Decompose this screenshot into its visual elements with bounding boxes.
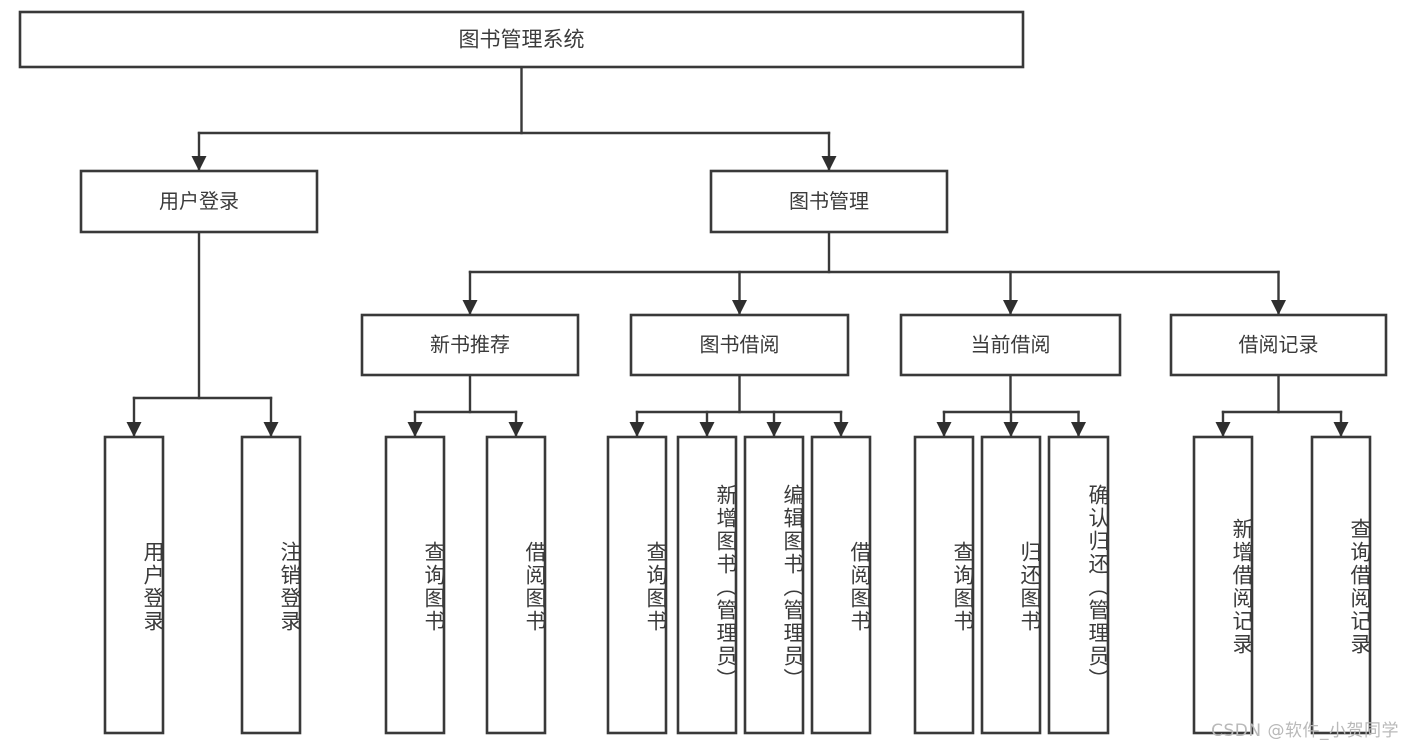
arrow-head-icon	[766, 422, 782, 437]
node-box-borrow-record[interactable]	[1169, 313, 1388, 377]
arrow-head-icon	[191, 156, 207, 171]
arrow-head-icon	[462, 300, 478, 315]
arrow-head-icon	[126, 422, 142, 437]
node-label-book-manage: 图书管理	[789, 189, 869, 213]
arrow-head-icon	[699, 422, 715, 437]
arrow-head-icon	[1003, 300, 1018, 315]
node-box-book-borrow[interactable]	[629, 313, 850, 377]
arrow-head-icon	[732, 300, 747, 315]
node-box-leaf-add-record[interactable]	[1192, 435, 1254, 735]
arrow-head-icon	[1071, 422, 1086, 437]
node-box-root[interactable]	[18, 10, 1025, 69]
arrow-head-icon	[833, 422, 849, 437]
arrow-head-icon	[821, 156, 837, 171]
arrow-head-icon	[936, 422, 952, 437]
node-box-leaf-return-book[interactable]	[980, 435, 1042, 735]
boxes-layer	[18, 10, 1388, 735]
node-box-current-borrow[interactable]	[899, 313, 1122, 377]
node-label-book-borrow: 图书借阅	[700, 333, 780, 357]
node-box-leaf-user-logout[interactable]	[240, 435, 302, 735]
node-label-root: 图书管理系统	[459, 28, 585, 52]
arrow-head-icon	[1333, 422, 1349, 437]
node-box-leaf-query-book-3[interactable]	[913, 435, 975, 735]
node-box-leaf-edit-book[interactable]	[743, 435, 805, 735]
node-box-leaf-add-book[interactable]	[676, 435, 738, 735]
node-box-leaf-user-login[interactable]	[103, 435, 165, 735]
arrow-head-icon	[263, 422, 279, 437]
arrow-head-icon	[1215, 422, 1231, 437]
node-box-leaf-query-record[interactable]	[1310, 435, 1372, 735]
node-box-new-book-rec[interactable]	[360, 313, 580, 377]
node-box-leaf-query-book-2[interactable]	[606, 435, 668, 735]
node-box-leaf-borrow-book-1[interactable]	[485, 435, 547, 735]
arrow-head-icon	[407, 422, 423, 437]
node-label-user-login: 用户登录	[159, 189, 239, 213]
node-box-leaf-query-book-1[interactable]	[384, 435, 446, 735]
arrow-head-icon	[1003, 422, 1019, 437]
node-label-current-borrow: 当前借阅	[971, 333, 1051, 357]
watermark: CSDN @软件_小贺同学	[1211, 721, 1399, 741]
node-label-new-book-rec: 新书推荐	[430, 333, 510, 357]
connectors-layer	[126, 65, 1349, 438]
node-box-leaf-borrow-book-2[interactable]	[810, 435, 872, 735]
node-box-user-login[interactable]	[79, 169, 319, 234]
node-label-borrow-record: 借阅记录	[1239, 333, 1319, 357]
node-box-leaf-confirm-return[interactable]	[1047, 435, 1110, 735]
arrow-head-icon	[508, 422, 524, 437]
arrow-head-icon	[629, 422, 645, 437]
arrow-head-icon	[1271, 300, 1286, 315]
node-box-book-manage[interactable]	[709, 169, 949, 234]
